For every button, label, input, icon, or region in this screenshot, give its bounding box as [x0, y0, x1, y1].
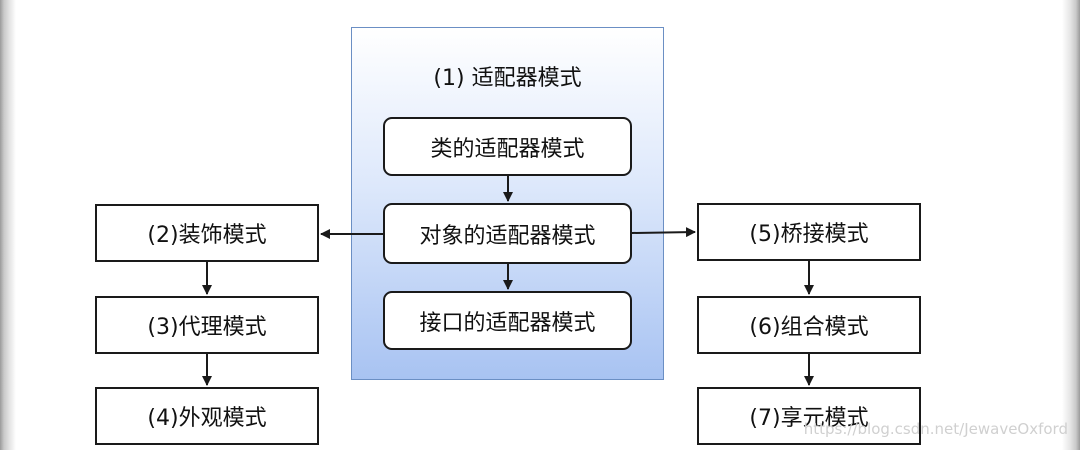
flyweight-pattern-box: (7)享元模式 — [697, 387, 921, 445]
object-adapter-box: 对象的适配器模式 — [383, 203, 632, 264]
class-adapter-box: 类的适配器模式 — [383, 117, 632, 176]
bridge-pattern-box: (5)桥接模式 — [697, 203, 921, 261]
watermark-text: https://blog.csdn.net/JewaveOxford — [803, 420, 1068, 438]
page-right-edge — [1062, 0, 1080, 450]
adapter-group-title: (1) 适配器模式 — [433, 66, 582, 91]
proxy-pattern-box: (3)代理模式 — [95, 296, 319, 354]
interface-adapter-box: 接口的适配器模式 — [383, 291, 632, 350]
arrow-object-to-bridge — [631, 227, 696, 238]
facade-pattern-box: (4)外观模式 — [95, 387, 319, 445]
decorator-pattern-box: (2)装饰模式 — [95, 204, 319, 262]
composite-pattern-box: (6)组合模式 — [697, 296, 921, 354]
page-left-edge — [0, 0, 16, 450]
